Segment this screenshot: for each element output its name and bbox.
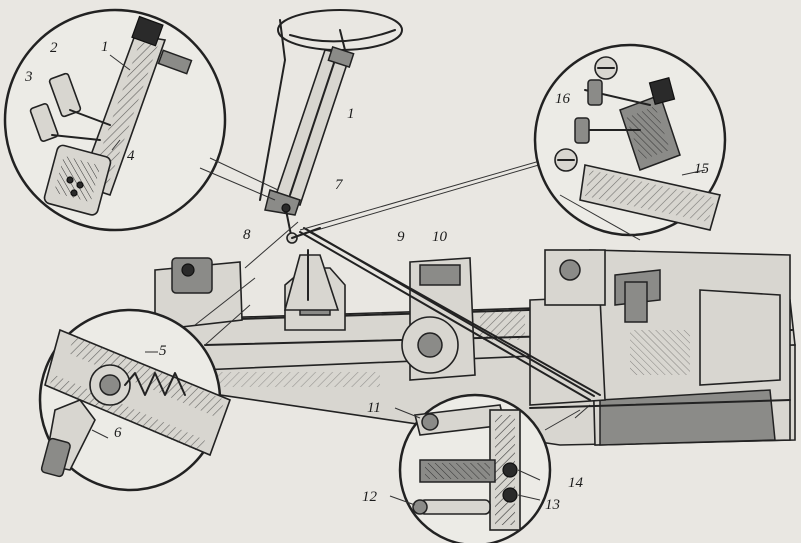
callout-7: 7 — [335, 177, 343, 193]
callout-12: 12 — [362, 489, 377, 505]
callout-11: 11 — [367, 400, 381, 416]
callout-13: 13 — [545, 497, 560, 513]
inset-hinge-detail — [389, 393, 581, 543]
callout-10: 10 — [432, 229, 447, 245]
inset-ball-joint-detail — [38, 304, 251, 492]
steering-column — [259, 9, 403, 216]
inset-valve-detail — [3, 8, 279, 232]
callout-1-steering-column: 1 — [347, 106, 355, 122]
callout-9: 9 — [397, 229, 405, 245]
callout-3: 3 — [25, 69, 33, 85]
callout-16: 16 — [555, 91, 570, 107]
callout-14: 14 — [568, 475, 583, 491]
control-rods — [194, 147, 791, 419]
callout-1-inset-valve: 1 — [101, 39, 109, 55]
callout-5: 5 — [159, 343, 167, 359]
callout-4: 4 — [127, 148, 135, 164]
callout-8: 8 — [243, 227, 251, 243]
callout-15: 15 — [694, 161, 709, 177]
chassis-frame — [149, 249, 796, 446]
callout-6: 6 — [114, 425, 122, 441]
callout-2: 2 — [50, 40, 58, 56]
inset-gauge-detail — [533, 43, 727, 241]
